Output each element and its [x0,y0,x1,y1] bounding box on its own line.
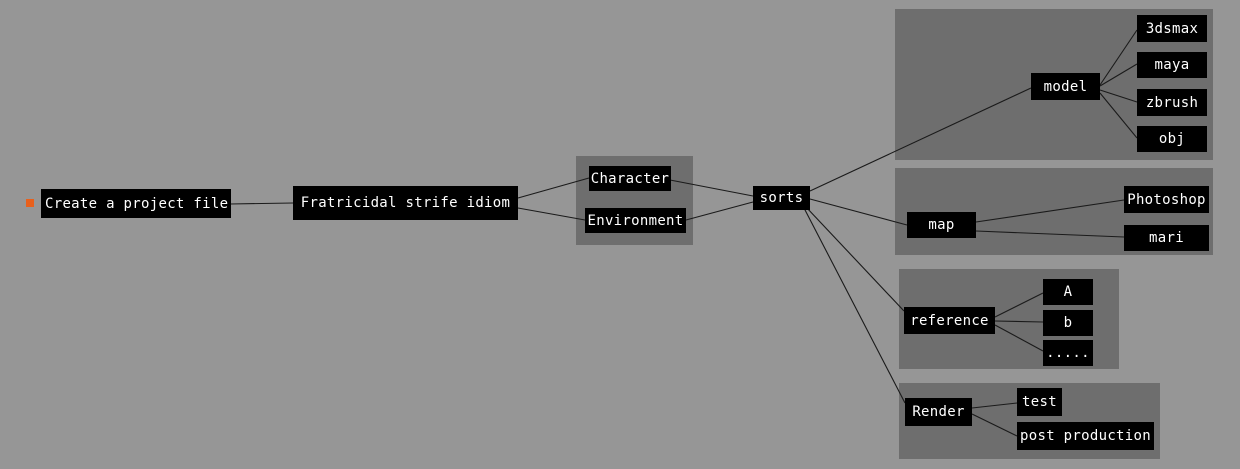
link-model-3dsmax [1099,29,1138,86]
node-zbrush[interactable]: zbrush [1137,89,1207,116]
node-sorts[interactable]: sorts [753,186,810,210]
node-maya[interactable]: maya [1137,52,1207,78]
node-environment[interactable]: Environment [585,208,686,233]
node-model[interactable]: model [1031,73,1100,100]
node-reference[interactable]: reference [904,307,995,334]
node-photoshop[interactable]: Photoshop [1124,186,1209,213]
link-render-postproduction [971,413,1018,437]
node-test[interactable]: test [1017,388,1062,416]
link-render-test [971,402,1018,409]
node-mari[interactable]: mari [1124,225,1209,251]
link-sorts-reference [805,206,905,312]
link-level1-character [517,177,590,199]
link-sorts-model [809,87,1032,192]
node-level1[interactable]: Fratricidal strife idiom [293,186,518,220]
node-b[interactable]: b [1043,310,1093,336]
node-post-production[interactable]: post production [1017,422,1154,450]
link-root-level1 [229,202,294,205]
link-reference-b [994,320,1044,323]
link-reference-dots [994,324,1044,352]
link-model-obj [1099,92,1138,139]
node-a[interactable]: A [1043,279,1093,305]
link-map-photoshop [975,199,1125,223]
link-character-sorts [669,179,754,197]
link-reference-a [994,292,1044,318]
node-map[interactable]: map [907,212,976,238]
node-3dsmax[interactable]: 3dsmax [1137,15,1207,42]
link-model-zbrush [1099,89,1138,103]
link-sorts-map [809,198,908,226]
node-obj[interactable]: obj [1137,126,1207,152]
node-root[interactable]: Create a project file [41,189,231,218]
node-render[interactable]: Render [905,398,972,426]
link-map-mari [975,230,1125,238]
node-dots[interactable]: ..... [1043,340,1093,366]
link-sorts-render [803,207,906,404]
node-character[interactable]: Character [589,166,671,191]
link-model-maya [1099,63,1138,87]
link-level1-environment [517,207,586,221]
link-environment-sorts [685,201,754,221]
root-bullet-icon [26,199,34,207]
